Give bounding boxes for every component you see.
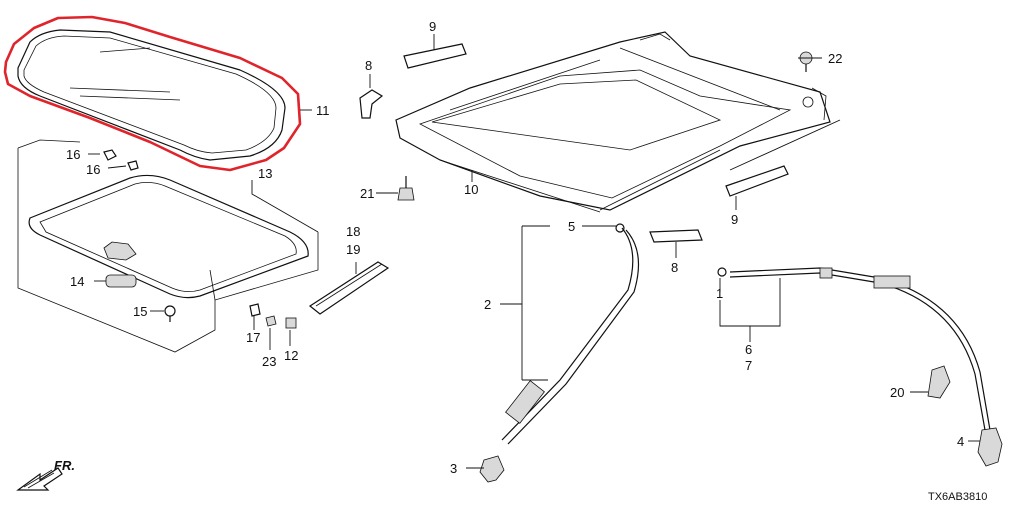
label-3: 3 bbox=[450, 461, 457, 476]
label-21: 21 bbox=[360, 186, 374, 201]
bolt-part-22[interactable] bbox=[799, 51, 813, 72]
label-23: 23 bbox=[262, 354, 276, 369]
hose-clamp-part-5[interactable] bbox=[615, 223, 625, 233]
label-10: 10 bbox=[464, 182, 478, 197]
handle-part-14[interactable] bbox=[105, 274, 137, 288]
bracket-part-20[interactable] bbox=[927, 365, 951, 399]
drain-hose-part-6-7[interactable] bbox=[729, 267, 991, 431]
label-22: 22 bbox=[828, 51, 842, 66]
sunshade-assembly-part-13[interactable] bbox=[17, 139, 319, 353]
label-19: 19 bbox=[346, 242, 360, 257]
label-8-upper: 8 bbox=[365, 58, 372, 73]
label-16b: 16 bbox=[86, 162, 100, 177]
seal-part-9-lower[interactable] bbox=[725, 165, 789, 197]
drain-hose-part-2[interactable] bbox=[501, 227, 640, 445]
label-16a: 16 bbox=[66, 147, 80, 162]
label-5: 5 bbox=[568, 219, 575, 234]
front-direction-arrow: FR. bbox=[16, 458, 75, 491]
label-6: 6 bbox=[745, 342, 752, 357]
rail-cover-part-18-19[interactable] bbox=[308, 261, 390, 315]
hose-clamp-part-1[interactable] bbox=[717, 267, 727, 277]
label-2: 2 bbox=[484, 297, 491, 312]
label-9-upper: 9 bbox=[429, 19, 436, 34]
direction-label: FR. bbox=[54, 458, 75, 473]
clip-part-12[interactable] bbox=[285, 317, 297, 329]
nut-part-23[interactable] bbox=[265, 315, 277, 327]
label-8-lower: 8 bbox=[671, 260, 678, 275]
seal-part-8-lower[interactable] bbox=[649, 229, 703, 243]
part-labels: 11 13 16 16 14 15 17 23 12 18 19 8 9 21 … bbox=[66, 19, 964, 476]
highlight-outline bbox=[3, 15, 302, 172]
label-17: 17 bbox=[246, 330, 260, 345]
label-14: 14 bbox=[70, 274, 84, 289]
label-18: 18 bbox=[346, 224, 360, 239]
label-13: 13 bbox=[258, 166, 272, 181]
leader-lines bbox=[88, 34, 980, 469]
label-11: 11 bbox=[316, 103, 330, 118]
glass-assembly-part-11[interactable] bbox=[3, 15, 302, 172]
seal-part-8-upper[interactable] bbox=[359, 89, 384, 119]
label-4: 4 bbox=[957, 434, 964, 449]
drain-grommet-part-3[interactable] bbox=[479, 455, 505, 483]
drawing-code: TX6AB3810 bbox=[928, 491, 987, 503]
label-7: 7 bbox=[745, 358, 752, 373]
arrow-icon bbox=[16, 467, 63, 491]
bolt-part-21[interactable] bbox=[397, 176, 415, 201]
clip-part-16[interactable] bbox=[103, 149, 139, 171]
sunroof-frame-part-10[interactable] bbox=[395, 31, 831, 213]
label-15: 15 bbox=[133, 304, 147, 319]
screw-part-15[interactable] bbox=[164, 305, 176, 322]
label-1: 1 bbox=[716, 286, 723, 301]
label-12: 12 bbox=[284, 348, 298, 363]
label-20: 20 bbox=[890, 385, 904, 400]
label-9-lower: 9 bbox=[731, 212, 738, 227]
fastener-part-17[interactable] bbox=[249, 303, 261, 317]
drain-grommet-part-4[interactable] bbox=[977, 427, 1003, 467]
seal-part-9-upper[interactable] bbox=[403, 43, 467, 69]
